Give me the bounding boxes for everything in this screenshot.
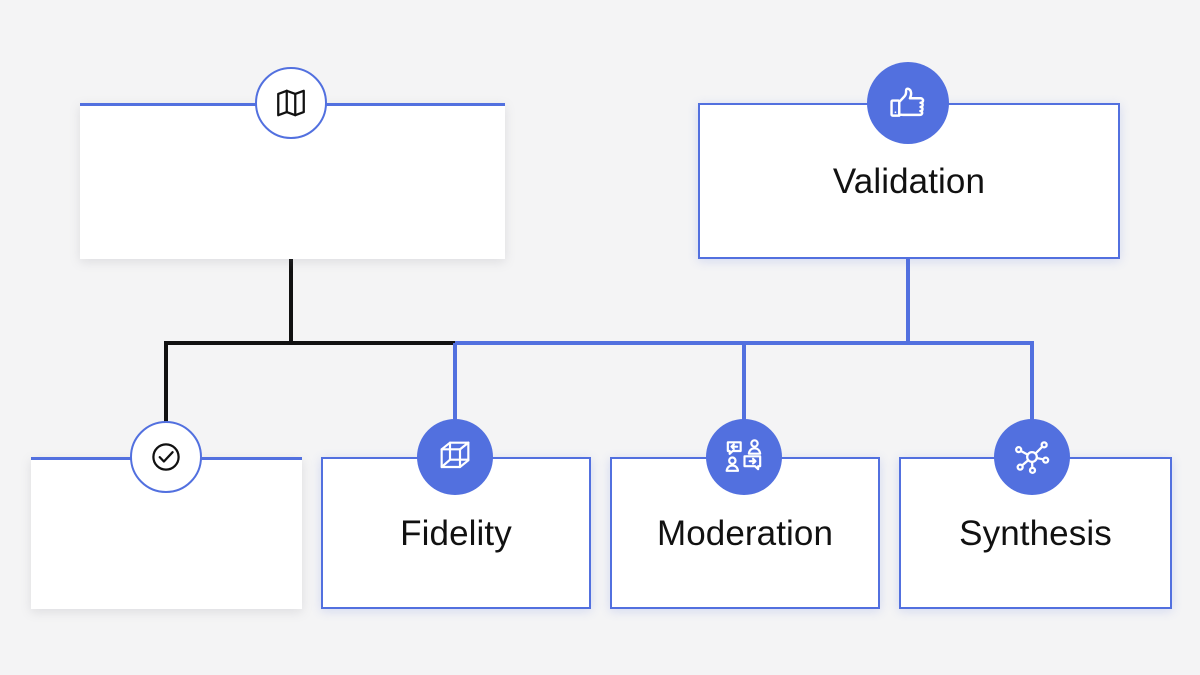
badge-fidelity[interactable]	[417, 419, 493, 495]
badge-check[interactable]	[130, 421, 202, 493]
badge-validation[interactable]	[867, 62, 949, 144]
node-synthesis-label: Synthesis	[959, 513, 1112, 553]
map-icon	[274, 86, 308, 120]
check-circle-icon	[148, 439, 184, 475]
badge-synthesis[interactable]	[994, 419, 1070, 495]
node-moderation-label: Moderation	[656, 513, 834, 553]
badge-moderation[interactable]	[706, 419, 782, 495]
badge-map[interactable]	[255, 67, 327, 139]
node-fidelity-label: Fidelity	[400, 513, 512, 553]
node-validation-label: Validation	[832, 161, 986, 201]
cube-icon	[435, 437, 475, 477]
network-hub-icon	[1012, 437, 1052, 477]
chat-people-icon	[724, 437, 764, 477]
thumbs-up-icon	[887, 82, 929, 124]
